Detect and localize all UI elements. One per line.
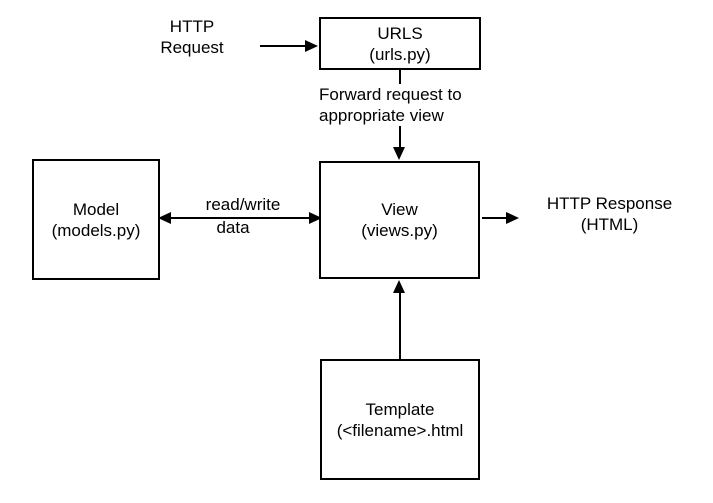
node-template: Template (<filename>.html: [320, 359, 480, 480]
model-view-arrow-line: [158, 217, 322, 219]
node-template-title: Template: [365, 399, 435, 419]
arrowhead-right-icon: [506, 212, 519, 224]
arrowhead-down-icon: [393, 147, 405, 160]
request-to-urls-arrow-line: [260, 45, 305, 47]
view-to-response-arrow-line: [482, 217, 507, 219]
node-model-subtitle: (models.py): [51, 220, 141, 240]
node-view-subtitle: (views.py): [361, 221, 438, 240]
node-model: Model (models.py): [32, 159, 160, 280]
node-urls: URLS (urls.py): [319, 17, 481, 70]
node-urls-title: URLS: [377, 23, 423, 43]
node-urls-subtitle: (urls.py): [369, 44, 431, 64]
http-request-label: HTTP Request: [160, 17, 224, 57]
arrowhead-right-icon: [305, 40, 318, 52]
template-to-view-arrow-line: [399, 293, 401, 359]
http-response-label: HTTP Response (HTML): [546, 194, 673, 234]
node-view-title: View: [381, 200, 418, 219]
forward-request-label: Forward request to appropriate view: [319, 84, 462, 126]
data-label: data: [216, 218, 250, 237]
node-view: View (views.py): [319, 161, 480, 279]
read-write-label: read/write: [205, 195, 281, 214]
arrowhead-right-icon: [309, 212, 322, 224]
arrowhead-left-icon: [158, 212, 171, 224]
node-model-title: Model: [72, 199, 120, 219]
arrowhead-up-icon: [393, 280, 405, 293]
node-template-subtitle: (<filename>.html: [336, 420, 464, 440]
